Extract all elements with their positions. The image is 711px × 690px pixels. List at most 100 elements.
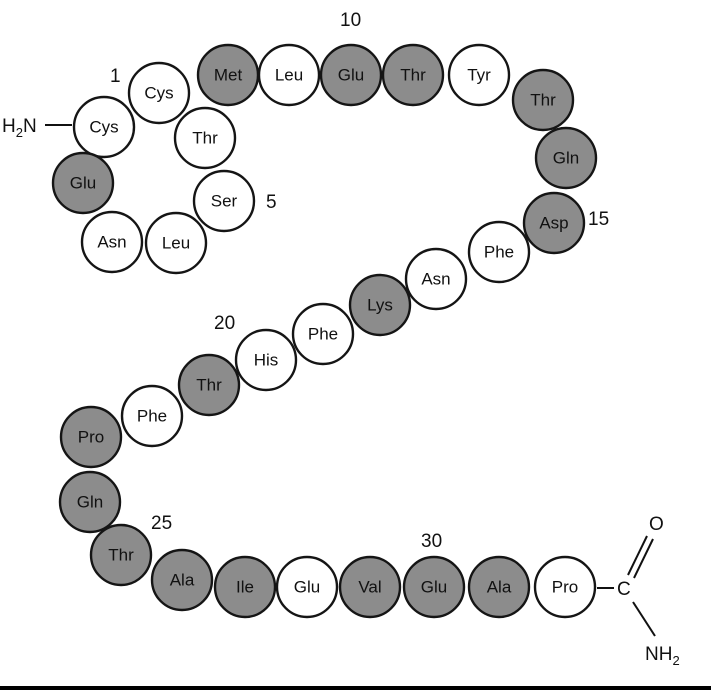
residue-label-26: Thr — [108, 546, 134, 565]
n-terminus-n: N — [23, 116, 37, 137]
residue-label-17: Phe — [484, 243, 514, 262]
residue-6: Asn — [80, 210, 144, 274]
residue-circle-18 — [404, 247, 468, 311]
residue-9: Met — [196, 43, 260, 107]
residue-label-13: Tyr — [467, 66, 491, 85]
residue-label-31: Glu — [421, 578, 447, 597]
residue-circle-21 — [234, 328, 298, 392]
n-terminus-h: H — [2, 116, 16, 137]
residue-27: Ala — [150, 548, 214, 612]
residue-label-22: Thr — [196, 376, 222, 395]
residue-circle-1 — [127, 61, 191, 125]
residue-circle-15 — [534, 126, 598, 190]
residue-29: Glu — [275, 555, 339, 619]
residue-15: Gln — [534, 126, 598, 190]
residue-number-1: 1 — [110, 66, 121, 87]
residue-23: Phe — [120, 384, 184, 448]
residue-3: Thr — [173, 106, 237, 170]
n-terminus-label: H2N — [2, 116, 37, 140]
residue-circle-20 — [291, 302, 355, 366]
residue-31: Glu — [402, 555, 466, 619]
residue-28: Ile — [213, 555, 277, 619]
residue-label-33: Pro — [552, 578, 578, 597]
residue-number-15: 15 — [588, 209, 609, 230]
residue-label-9: Met — [214, 66, 243, 85]
residue-circle-28 — [213, 555, 277, 619]
c-terminus-nh: NH — [645, 644, 672, 665]
residue-label-12: Thr — [400, 66, 426, 85]
residue-label-16: Asp — [539, 214, 568, 233]
residue-11: Glu — [319, 43, 383, 107]
c-terminus-carbon: C — [617, 579, 631, 600]
residue-label-18: Asn — [421, 270, 450, 289]
residue-4: Ser — [192, 169, 256, 233]
residue-label-3: Thr — [192, 129, 218, 148]
residue-10: Leu — [257, 43, 321, 107]
residue-circle-22 — [177, 353, 241, 417]
bottom-rule — [0, 686, 711, 690]
residue-circle-12 — [381, 43, 445, 107]
residue-number-30: 30 — [421, 531, 442, 552]
amide-bond — [632, 601, 656, 637]
residue-label-21: His — [254, 351, 279, 370]
residue-circle-10 — [257, 43, 321, 107]
residue-label-27: Ala — [170, 571, 195, 590]
residue-circle-4 — [192, 169, 256, 233]
residue-circle-24 — [59, 405, 123, 469]
residue-12: Thr — [381, 43, 445, 107]
residue-20: Phe — [291, 302, 355, 366]
residue-number-5: 5 — [266, 192, 277, 213]
residue-label-6: Asn — [97, 233, 126, 252]
residue-18: Asn — [404, 247, 468, 311]
residue-label-10: Leu — [275, 66, 303, 85]
carbonyl-bond-1 — [627, 535, 648, 576]
residue-label-28: Ile — [236, 578, 254, 597]
residue-33: Pro — [533, 555, 597, 619]
residue-2: Cys — [72, 95, 136, 159]
c-terminus-oxygen: O — [649, 514, 664, 535]
residue-circle-13 — [447, 43, 511, 107]
residue-label-2: Cys — [89, 118, 118, 137]
c-terminus-nh-sub: 2 — [672, 653, 679, 668]
residue-label-1: Cys — [144, 84, 173, 103]
residue-circle-26 — [89, 523, 153, 587]
residue-circle-6 — [80, 210, 144, 274]
residue-circle-23 — [120, 384, 184, 448]
residue-25: Gln — [58, 470, 122, 534]
residue-circle-31 — [402, 555, 466, 619]
residue-circle-19 — [348, 273, 412, 337]
residue-circle-14 — [511, 68, 575, 132]
residue-19: Lys — [348, 273, 412, 337]
residue-label-23: Phe — [137, 407, 167, 426]
residue-22: Thr — [177, 353, 241, 417]
residue-14: Thr — [511, 68, 575, 132]
residue-circle-25 — [58, 470, 122, 534]
residue-circle-17 — [467, 220, 531, 284]
residue-number-25: 25 — [151, 513, 172, 534]
residue-label-19: Lys — [367, 296, 393, 315]
residue-circle-3 — [173, 106, 237, 170]
residue-label-30: Val — [358, 578, 381, 597]
residue-circle-29 — [275, 555, 339, 619]
residue-circle-33 — [533, 555, 597, 619]
residue-numbers: 1 5 10 15 20 25 30 — [110, 10, 609, 552]
residue-5: Leu — [144, 211, 208, 275]
residue-32: Ala — [467, 555, 531, 619]
residue-21: His — [234, 328, 298, 392]
residue-label-7: Glu — [70, 174, 96, 193]
n-terminus-sub: 2 — [16, 125, 23, 140]
residue-circle-32 — [467, 555, 531, 619]
carbonyl-bond-2 — [633, 538, 654, 579]
n-terminus: H2N — [2, 116, 72, 140]
residue-circle-30 — [338, 555, 402, 619]
residue-label-32: Ala — [487, 578, 512, 597]
residue-26: Thr — [89, 523, 153, 587]
residue-label-25: Gln — [77, 493, 103, 512]
residue-circle-7 — [51, 151, 115, 215]
residue-circle-16 — [522, 191, 586, 255]
residue-label-24: Pro — [78, 428, 104, 447]
residue-label-15: Gln — [553, 149, 579, 168]
residue-number-10: 10 — [340, 10, 361, 31]
